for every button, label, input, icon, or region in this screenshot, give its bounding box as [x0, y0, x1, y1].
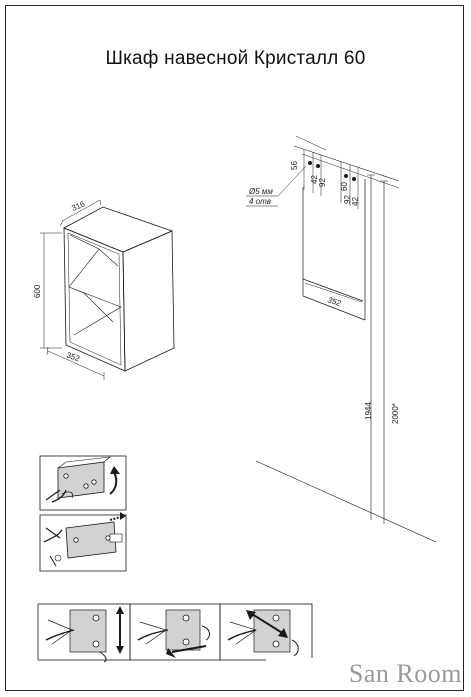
cabinet-side — [122, 230, 175, 372]
width-label: 352 — [65, 350, 81, 363]
dim-56: 56 — [290, 161, 299, 170]
cabinet-top-face — [63, 206, 174, 253]
hinge-panel-b — [129, 603, 221, 661]
cabinet-illustration: 316 600 352 — [33, 199, 175, 380]
door-crystal-facets — [68, 234, 122, 336]
dim-42-left: 42 — [310, 175, 319, 184]
page-frame — [5, 5, 464, 691]
mount-hole-3 — [343, 173, 348, 178]
wall-mount-scheme: 56 42 92 60 92 42 Ø5 мм 4 отв 352 1944 2… — [246, 135, 437, 543]
page-title: Шкаф навесной Кристалл 60 — [105, 48, 366, 69]
hole-diameter: Ø5 мм — [248, 187, 273, 196]
diagonal-arrow-icon — [251, 613, 285, 635]
hinge-panel-a — [37, 603, 131, 663]
hinge-panel-c — [219, 603, 313, 661]
horizontal-arrow-icon — [171, 645, 207, 653]
height-2000: 2000* — [391, 403, 400, 424]
cabinet-door — [63, 227, 126, 372]
watermark-logo: San Room — [266, 658, 462, 690]
bracket-step-2 — [39, 512, 127, 572]
mount-hole-2 — [315, 163, 320, 168]
floor-line — [255, 460, 437, 543]
dim-92-right: 92 — [343, 195, 352, 204]
height-1944: 1944 — [364, 402, 373, 420]
dim-42-right: 42 — [351, 197, 360, 206]
dim-92-left: 92 — [318, 178, 327, 187]
dim-60: 60 — [340, 182, 349, 191]
hinge-plate — [69, 609, 107, 653]
hole-count: 4 отв — [249, 197, 271, 206]
bracket-body — [57, 461, 105, 499]
depth-label: 316 — [70, 199, 86, 213]
height-label: 600 — [33, 284, 42, 298]
bracket-step-1 — [39, 455, 127, 511]
mount-hole-4 — [351, 176, 356, 181]
hinge-panels — [37, 603, 313, 663]
spacing-352: 352 — [326, 295, 342, 308]
bracket-body-2 — [65, 521, 117, 559]
mount-hole-1 — [307, 160, 312, 165]
door-inner-edge — [67, 232, 122, 366]
